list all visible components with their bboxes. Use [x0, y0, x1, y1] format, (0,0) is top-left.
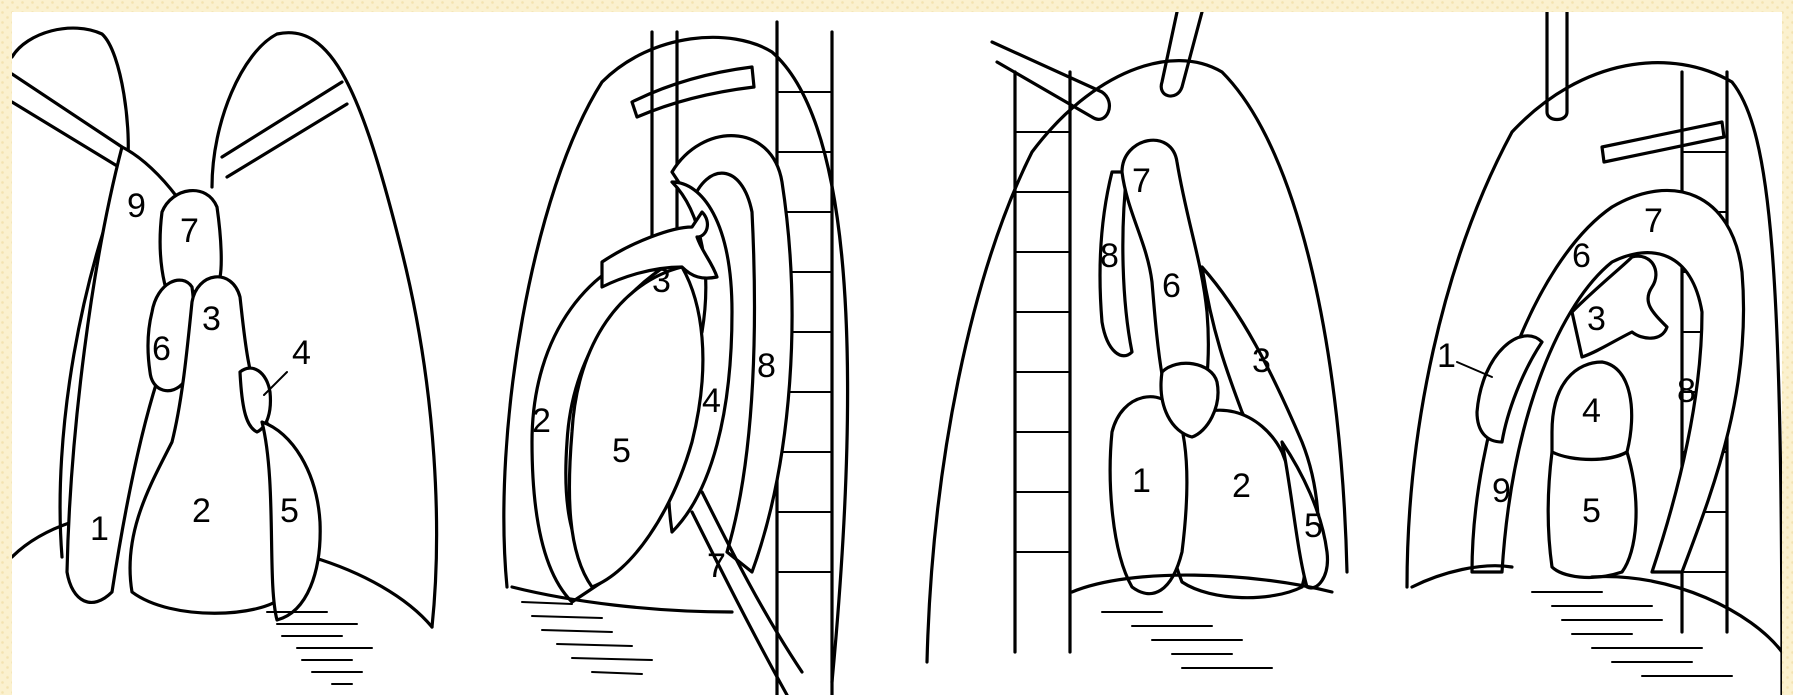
clavicle — [632, 67, 754, 117]
label-5: 5 — [1304, 507, 1323, 545]
right-clavicle — [222, 82, 347, 177]
label-3: 3 — [1252, 342, 1271, 380]
label-7: 7 — [180, 212, 199, 250]
label-6: 6 — [152, 330, 171, 368]
spine — [1015, 72, 1070, 652]
label-7: 7 — [707, 547, 726, 585]
diaphragm-hatching — [512, 587, 732, 674]
label-5: 5 — [280, 492, 299, 530]
trachea — [1161, 12, 1202, 96]
label-3: 3 — [652, 262, 671, 300]
label-3: 3 — [202, 300, 221, 338]
left-clavicle — [12, 74, 127, 172]
diaphragm-hatching — [1532, 592, 1732, 676]
label-4: 4 — [702, 382, 721, 420]
label-9: 9 — [1492, 472, 1511, 510]
label-2: 2 — [192, 492, 211, 530]
label-6: 6 — [1162, 267, 1181, 305]
panel-1: 1 2 3 4 5 6 7 9 — [12, 28, 437, 684]
diaphragm-hatching — [1102, 612, 1272, 668]
label-3: 3 — [1587, 300, 1606, 338]
label-7: 7 — [1644, 202, 1663, 240]
diagram-canvas: 1 2 3 4 5 6 7 9 — [12, 12, 1782, 695]
xray-projection-diagrams: 1 2 3 4 5 6 7 9 — [12, 12, 1782, 695]
label-7: 7 — [1132, 162, 1151, 200]
label-1: 1 — [90, 510, 109, 548]
panel-2: 2 3 4 5 7 8 — [504, 22, 848, 695]
label-6: 6 — [1572, 237, 1591, 275]
right-diaphragm — [312, 557, 432, 627]
panel-3: 1 2 3 5 6 7 8 — [927, 12, 1347, 668]
label-8: 8 — [1677, 372, 1696, 410]
label-2: 2 — [1232, 467, 1251, 505]
trachea — [1547, 12, 1567, 120]
panel-4: 1 3 4 5 6 7 8 9 — [1407, 12, 1782, 695]
trachea — [652, 32, 677, 242]
label-4: 4 — [292, 334, 311, 372]
label-9: 9 — [127, 187, 146, 225]
label-4: 4 — [1582, 392, 1601, 430]
diaphragm-hatching — [267, 612, 372, 684]
label-1: 1 — [1437, 337, 1456, 375]
label-8: 8 — [1100, 237, 1119, 275]
label-5: 5 — [612, 432, 631, 470]
label-8: 8 — [757, 347, 776, 385]
clavicle — [992, 42, 1109, 119]
label-5: 5 — [1582, 492, 1601, 530]
clavicle — [1602, 122, 1724, 162]
label-2: 2 — [532, 402, 551, 440]
label-1: 1 — [1132, 462, 1151, 500]
